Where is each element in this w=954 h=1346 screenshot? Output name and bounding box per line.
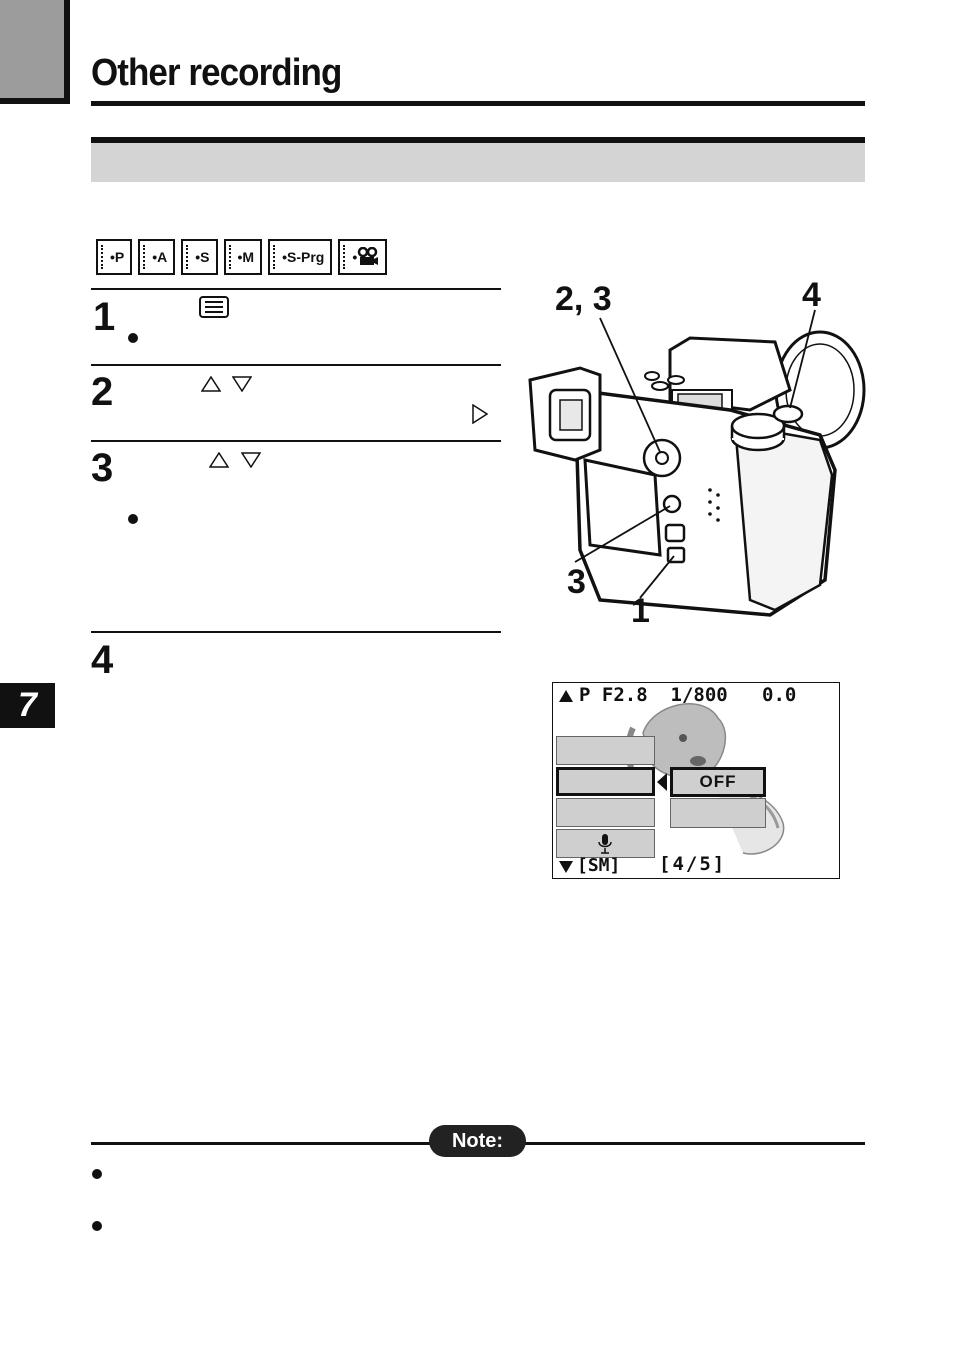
callout-1: 1: [631, 592, 650, 630]
step-rule-2: [91, 440, 501, 442]
mode-s-label: •S: [195, 249, 210, 265]
mode-p-icon: •P: [96, 239, 133, 275]
mode-m-icon: •M: [223, 239, 263, 275]
note-bullet-2: [92, 1221, 102, 1231]
lcd-menu-item-1[interactable]: [556, 736, 655, 765]
mode-m-label: •M: [237, 249, 255, 265]
title-rule: [91, 101, 865, 106]
step-3-bullet: [128, 514, 138, 524]
chapter-corner-tab-fill: [0, 0, 64, 98]
chapter-tab: 7: [0, 683, 55, 728]
mode-sprg-label: •S-Prg: [282, 249, 325, 265]
callout-4: 4: [802, 276, 821, 314]
chapter-number: 7: [18, 686, 37, 724]
lcd-option-off[interactable]: OFF: [670, 767, 766, 797]
lcd-status-line: P F2.8 1/800 0.0: [579, 684, 797, 706]
note-bullet-1: [92, 1169, 102, 1179]
camera-illustration: [528, 309, 866, 617]
mode-a-icon: •A: [138, 239, 176, 275]
note-label-text: Note:: [451, 1129, 504, 1152]
microphone-icon: [598, 834, 612, 854]
lcd-menu-item-3[interactable]: [556, 798, 655, 827]
step-rule-3: [91, 631, 501, 633]
up-triangle-icon: [559, 690, 573, 702]
note-label: Note:: [429, 1125, 526, 1157]
step-rule-top: [91, 288, 501, 290]
up-arrow-icon: [209, 452, 229, 468]
step-1-bullet: [128, 333, 138, 343]
section-heading-bar: [91, 143, 865, 182]
left-pointer-icon: [657, 773, 667, 791]
section-bar-rule: [91, 137, 865, 143]
mode-sprg-icon: •S-Prg: [268, 239, 333, 275]
mode-p-label: •P: [110, 249, 125, 265]
movie-camera-icon: [358, 247, 379, 265]
mode-icons: •P •A •S •M •S-Prg •: [96, 239, 388, 275]
callout-2-3: 2, 3: [555, 280, 612, 318]
step-2-number: 2: [91, 370, 114, 414]
up-arrow-icon: [201, 376, 221, 392]
mode-movie-label: •: [352, 249, 358, 265]
step-4-number: 4: [91, 638, 114, 682]
lcd-mode-tag: [SM]: [577, 855, 621, 876]
step-3-number: 3: [91, 446, 114, 490]
lcd-menu-item-2-selected[interactable]: [556, 767, 655, 796]
lcd-menu-item-sound[interactable]: [556, 829, 655, 858]
step-rule-1: [91, 364, 501, 366]
callout-3: 3: [567, 563, 586, 601]
page-title: Other recording: [91, 52, 342, 94]
lcd-option-off-label: OFF: [699, 772, 737, 791]
down-triangle-icon: [559, 861, 573, 873]
menu-button-icon: [199, 296, 229, 318]
lcd-screen: P F2.8 1/800 0.0 OFF [SM] [4/5]: [552, 682, 840, 879]
step-1-number: 1: [93, 295, 116, 339]
down-arrow-icon: [232, 376, 252, 392]
lcd-option-2[interactable]: [670, 798, 766, 828]
right-arrow-icon: [472, 404, 488, 424]
lcd-page-indicator: [4/5]: [659, 853, 727, 875]
mode-a-label: •A: [152, 249, 168, 265]
down-arrow-icon: [241, 452, 261, 468]
mode-s-icon: •S: [181, 239, 218, 275]
mode-movie-icon: •: [338, 239, 388, 275]
